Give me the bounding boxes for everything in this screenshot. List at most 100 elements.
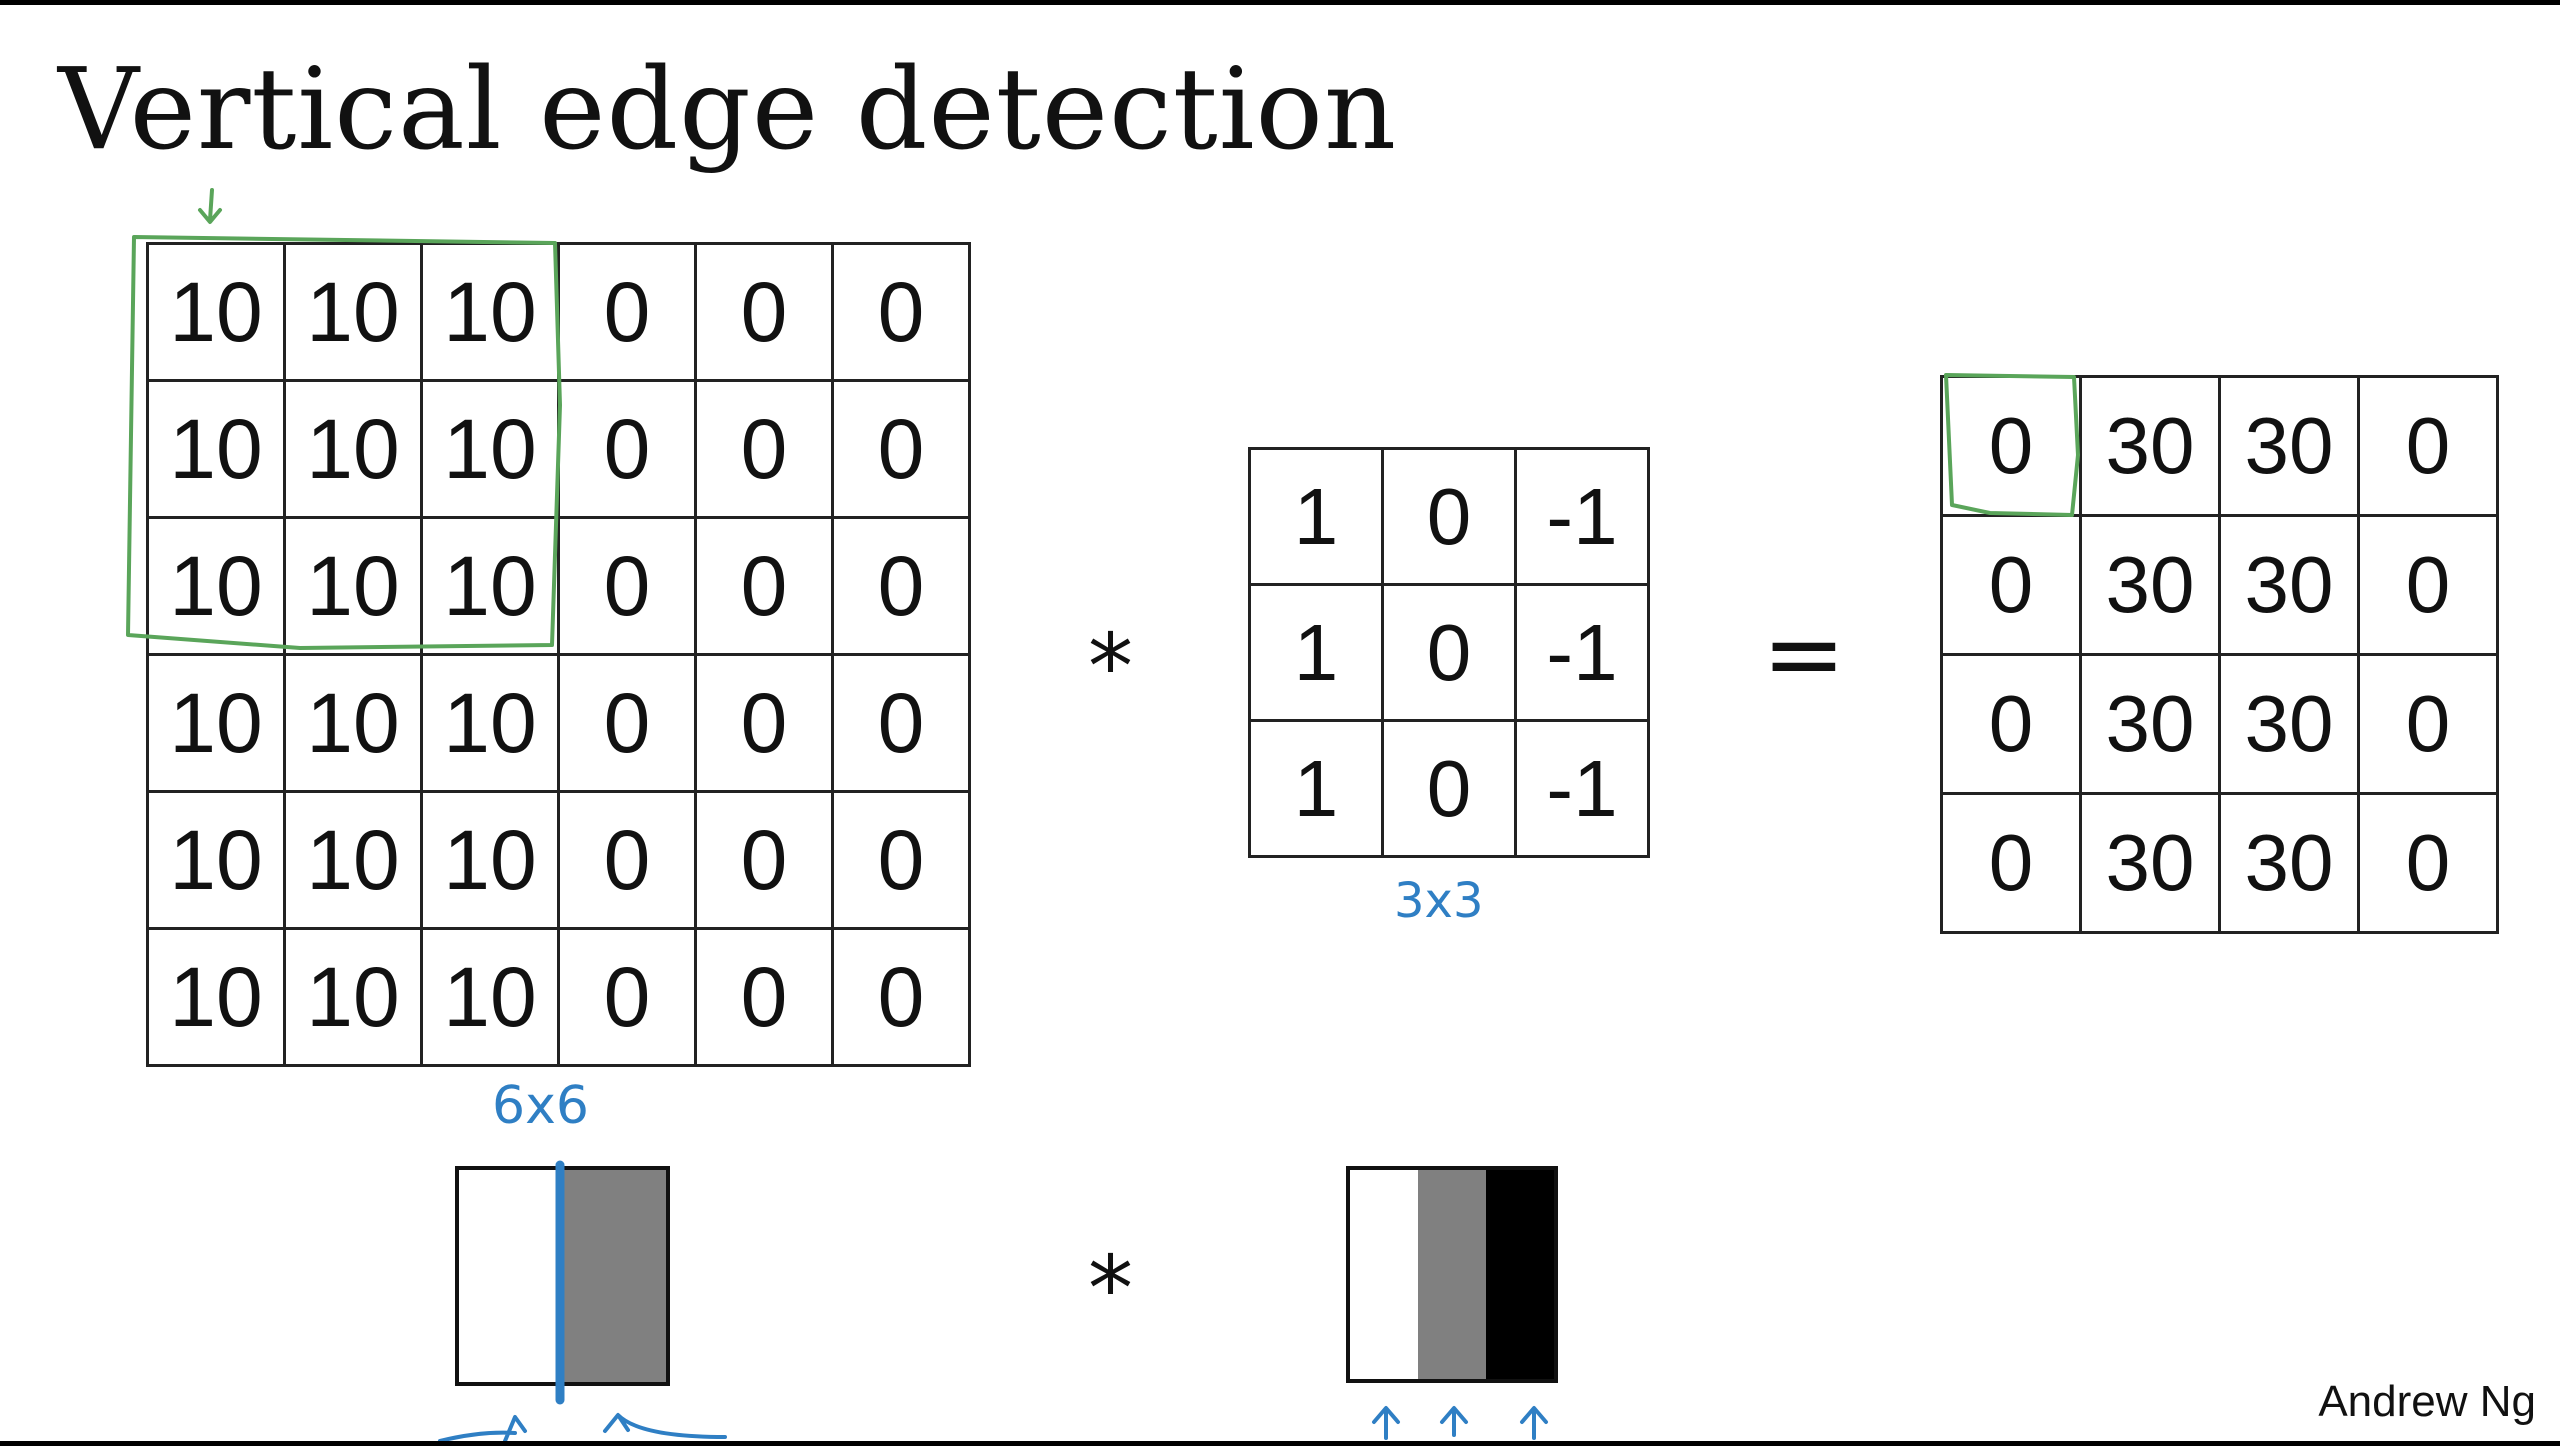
convolve-operator-illustration: * [1088,1237,1133,1342]
output-matrix-cell: 0 [1940,375,2082,517]
image-matrix-cell: 10 [283,790,423,930]
up-arrow-gray [1440,1406,1468,1437]
image-matrix-cell: 0 [831,516,971,656]
image-matrix-cell: 10 [146,242,286,382]
image-matrix-cell: 10 [283,653,423,793]
filter-matrix-cell: -1 [1514,447,1650,586]
equals-operator: = [1762,595,1846,712]
image-matrix-cell: 0 [694,242,834,382]
image-matrix-cell: 10 [420,516,560,656]
image-matrix-cell: 10 [283,927,423,1067]
output-matrix-cell: 0 [2357,653,2499,795]
output-matrix-cell: 0 [1940,792,2082,934]
output-matrix-cell: 30 [2218,792,2360,934]
image-matrix-cell: 0 [557,516,697,656]
image-matrix-cell: 0 [557,927,697,1067]
image-illustration-white-region [457,1168,560,1384]
image-matrix-cell: 0 [831,653,971,793]
image-matrix-cell: 0 [831,790,971,930]
filter-matrix-cell: 0 [1381,719,1517,858]
image-matrix-cell: 0 [831,379,971,519]
image-matrix-cell: 10 [146,516,286,656]
filter-matrix-cell: -1 [1514,583,1650,722]
image-matrix-cell: 10 [146,653,286,793]
image-matrix-cell: 10 [283,242,423,382]
filter-illustration [1346,1166,1558,1383]
image-matrix-cell: 0 [557,242,697,382]
left-arrow-annotation [438,1415,527,1441]
filter-illustration-black-region [1486,1168,1556,1381]
image-matrix-cell: 0 [694,927,834,1067]
author-credit: Andrew Ng [2318,1377,2536,1426]
image-matrix-cell: 10 [420,242,560,382]
image-matrix-cell: 10 [283,379,423,519]
image-matrix-cell: 10 [420,379,560,519]
output-matrix-cell: 0 [1940,653,2082,795]
image-matrix-cell: 0 [557,790,697,930]
filter-matrix-cell: 1 [1248,583,1384,722]
image-illustration [455,1166,670,1386]
filter-matrix-cell: 1 [1248,719,1384,858]
output-matrix-cell: 30 [2079,375,2221,517]
output-cell-highlight [1944,373,2080,517]
image-matrix-cell: 10 [146,379,286,519]
filter-illustration-border [1346,1166,1558,1383]
output-matrix-cell: 30 [2079,514,2221,656]
image-size-label: 6x6 [492,1076,589,1136]
image-matrix-cell: 0 [694,379,834,519]
down-arrow-annotation [198,188,222,224]
slide-title: Vertical edge detection [58,45,1398,175]
image-matrix-cell: 10 [420,790,560,930]
annotation-layer: 6x6 3x3 [126,188,2080,1441]
image-matrix-cell: 10 [283,516,423,656]
filter-illustration-gray-region [1418,1168,1486,1381]
output-matrix-cell: 0 [2357,514,2499,656]
image-matrix-cell: 0 [557,653,697,793]
output-matrix-cell: 30 [2218,653,2360,795]
right-arrow-annotation [603,1413,727,1439]
image-matrix-cell: 10 [420,927,560,1067]
image-matrix-cell: 0 [694,790,834,930]
image-matrix-cell: 10 [146,927,286,1067]
image-matrix-cell: 0 [831,242,971,382]
filter-illustration-white-region [1348,1168,1418,1381]
output-matrix-cell: 30 [2218,375,2360,517]
image-matrix-cell: 0 [694,516,834,656]
output-matrix-cell: 30 [2079,653,2221,795]
output-matrix-cell: 0 [1940,514,2082,656]
image-matrix-cell: 0 [831,927,971,1067]
output-matrix-cell: 30 [2218,514,2360,656]
output-matrix-cell: 0 [2357,375,2499,517]
up-arrow-black [1520,1406,1548,1440]
image-matrix-cell: 10 [146,790,286,930]
convolve-operator: * [1088,615,1133,720]
image-matrix-cell: 0 [694,653,834,793]
filter-matrix-cell: 0 [1381,447,1517,586]
output-matrix-cell: 0 [2357,792,2499,934]
filter-matrix-cell: 0 [1381,583,1517,722]
filter-matrix-cell: -1 [1514,719,1650,858]
up-arrow-white [1372,1406,1400,1440]
image-illustration-gray-region [560,1168,668,1384]
image-matrix-cell: 10 [420,653,560,793]
receptive-field-highlight [126,235,562,650]
filter-size-label: 3x3 [1394,873,1483,929]
filter-matrix-cell: 1 [1248,447,1384,586]
